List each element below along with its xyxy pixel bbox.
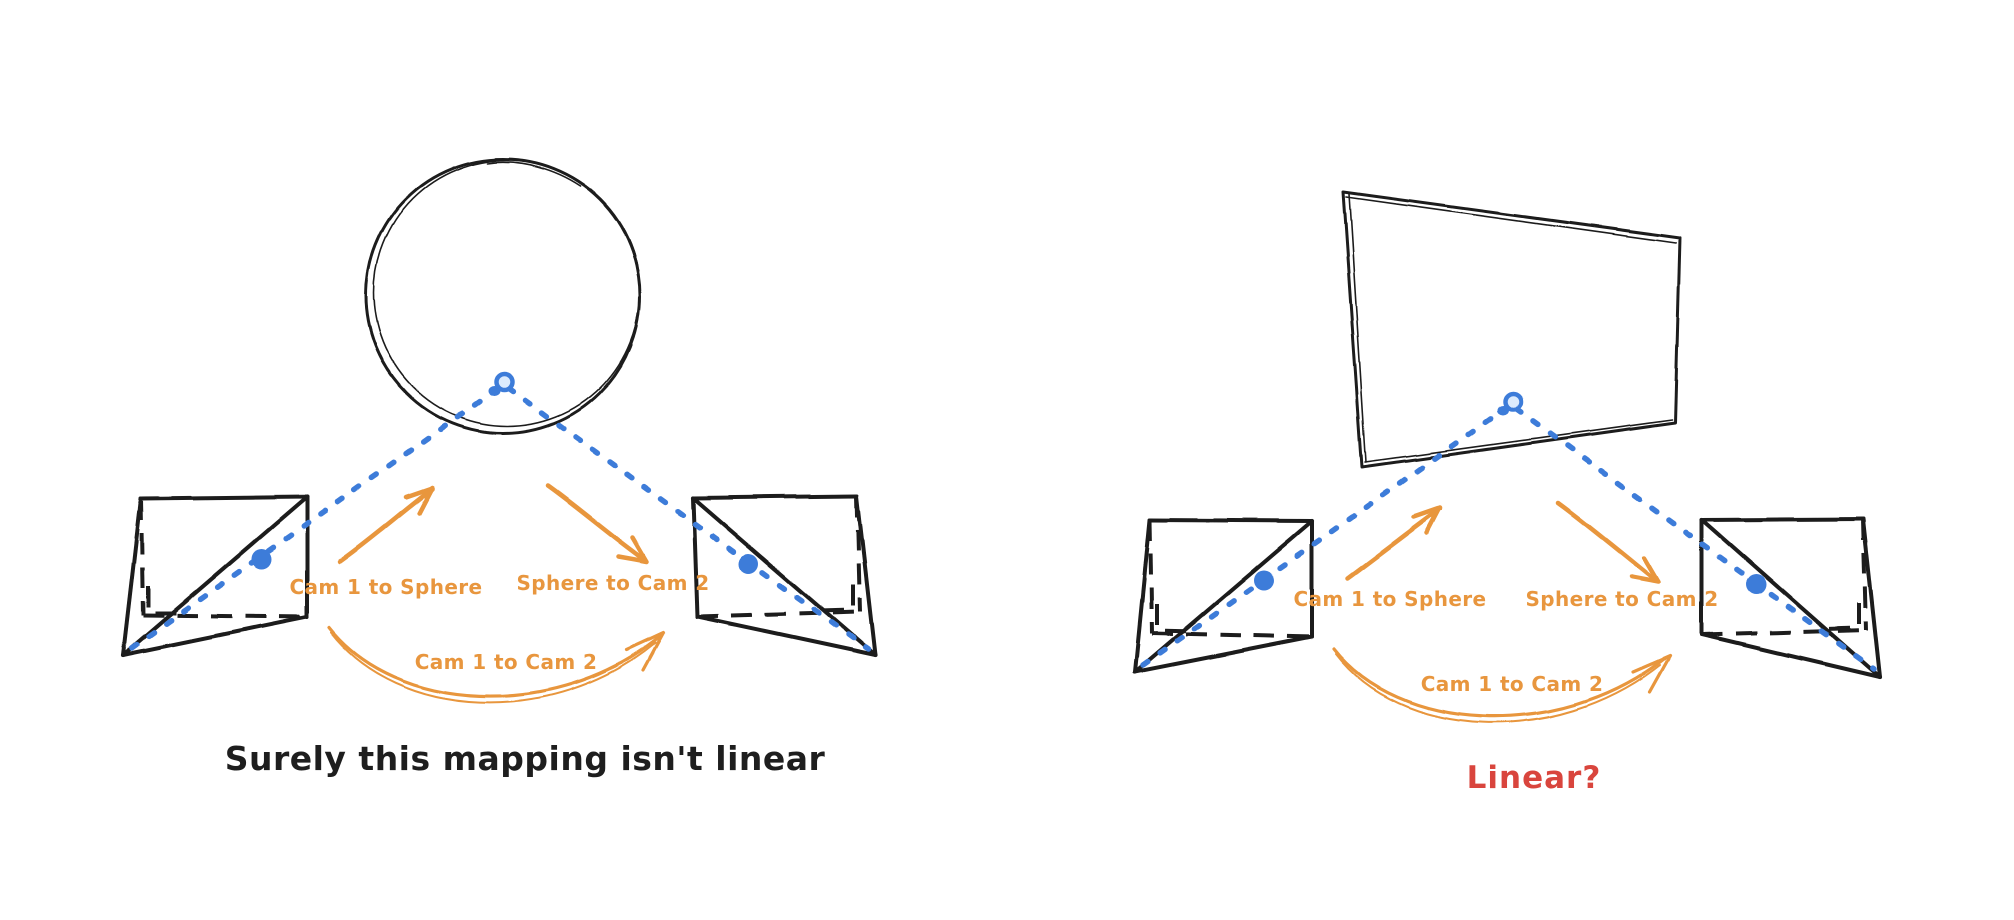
left-caption: Surely this mapping isn't linear	[225, 739, 826, 778]
frustum-hidden-edge	[1148, 519, 1154, 634]
marker-circle	[493, 371, 515, 393]
arrow-cam1-to-cam2-curved	[327, 626, 665, 704]
right-panel	[1133, 190, 1882, 724]
ray-cam1-to-point	[1140, 405, 1509, 668]
frustum-edge	[1700, 633, 1882, 679]
frustum-image-plane-solid	[1700, 517, 1865, 522]
arrow-head	[1628, 555, 1661, 585]
frustum-diagonal	[1700, 518, 1882, 679]
arrow-object-to-cam2	[545, 483, 650, 565]
frustum-hidden-corner	[146, 586, 186, 615]
frustum-hidden-edge	[1861, 518, 1868, 631]
camera-2-frustum	[1700, 517, 1882, 679]
image-point-cam1	[252, 549, 272, 569]
frustum-hidden-edge	[696, 610, 861, 619]
frustum-hidden-edge	[1151, 631, 1313, 639]
plane-overdraw-left	[1348, 193, 1367, 463]
frustum-hidden-edge	[1701, 628, 1867, 637]
frustum-edge	[695, 615, 877, 657]
label-sphere-to-cam2: Sphere to Cam 2	[1525, 587, 1718, 611]
frustum-edge	[1133, 635, 1314, 674]
arrow-shaft-overdraw	[1335, 653, 1661, 724]
arrow-shaft	[337, 486, 435, 564]
arrow-head	[1411, 505, 1443, 536]
arrow-head	[1631, 654, 1672, 694]
frustum-edge	[121, 615, 309, 657]
frustum-edge	[1861, 517, 1882, 679]
frustum-edge	[1133, 518, 1152, 674]
left-panel-labels: Cam 1 to Sphere Sphere to Cam 2 Cam 1 to…	[225, 571, 826, 778]
arrow-head	[403, 485, 435, 516]
arrow-cam1-to-object	[337, 485, 435, 564]
arrow-shaft	[1332, 647, 1666, 718]
frustum-hidden-edge	[139, 498, 145, 616]
label-sphere-to-cam2: Sphere to Cam 2	[516, 571, 709, 595]
plane-overdraw-top	[1345, 196, 1677, 244]
arrow-cam1-to-object	[1345, 505, 1443, 581]
frustum-hidden-edge	[142, 613, 308, 619]
label-cam1-to-sphere: Cam 1 to Sphere	[289, 575, 482, 599]
sphere-shape	[364, 157, 642, 435]
arrow-shaft-overdraw	[330, 632, 656, 704]
frustum-hidden-corner	[1823, 603, 1861, 631]
image-point-cam1	[1254, 570, 1274, 590]
arrow-shaft	[545, 483, 649, 564]
plane-overdraw-bottom	[1364, 419, 1673, 463]
arrow-head	[624, 631, 665, 672]
frustum-edge	[855, 494, 877, 657]
arrow-object-to-cam2	[1555, 500, 1661, 585]
arrow-head	[616, 535, 650, 565]
plane-outline	[1341, 190, 1682, 469]
frustum-diagonal	[121, 495, 309, 657]
world-point-marker	[488, 371, 515, 396]
ray-cam1-to-point	[129, 384, 503, 651]
frustum-hidden-corner	[817, 585, 855, 613]
label-cam1-to-sphere: Cam 1 to Sphere	[1293, 587, 1486, 611]
image-point-cam2	[1746, 574, 1766, 594]
image-point-cam2	[739, 554, 759, 574]
right-panel-labels: Cam 1 to Sphere Sphere to Cam 2 Cam 1 to…	[1293, 587, 1718, 796]
frustum-edge	[121, 497, 143, 657]
frustum-hidden-edge	[855, 495, 862, 613]
arrow-shaft	[1345, 506, 1443, 581]
ray-point-to-cam2	[505, 385, 871, 652]
camera-2-frustum	[691, 494, 877, 657]
frustum-hidden-corner	[1155, 604, 1196, 633]
sphere-outline-overdraw	[373, 159, 641, 427]
camera-1-frustum	[121, 495, 309, 657]
arrow-shaft	[327, 626, 661, 698]
label-cam1-to-cam2: Cam 1 to Cam 2	[415, 650, 598, 674]
left-panel	[121, 157, 877, 704]
ray-point-to-cam2	[1513, 406, 1877, 672]
frustum-edge	[691, 496, 699, 619]
sphere-pen-overlap	[487, 161, 581, 187]
frustum-diagonal	[691, 496, 877, 657]
arrow-cam1-to-cam2-curved	[1332, 647, 1672, 724]
frustum-image-plane-solid	[1148, 518, 1314, 639]
plane-shape	[1341, 190, 1682, 469]
label-cam1-to-cam2: Cam 1 to Cam 2	[1421, 672, 1604, 696]
marker-circle	[1502, 391, 1524, 413]
world-point-marker	[1497, 391, 1524, 416]
frustum-image-plane-solid	[139, 495, 309, 619]
frustum-image-plane-solid	[691, 494, 859, 500]
right-caption-linear-question: Linear?	[1467, 760, 1602, 796]
arrow-shaft	[1555, 500, 1659, 584]
